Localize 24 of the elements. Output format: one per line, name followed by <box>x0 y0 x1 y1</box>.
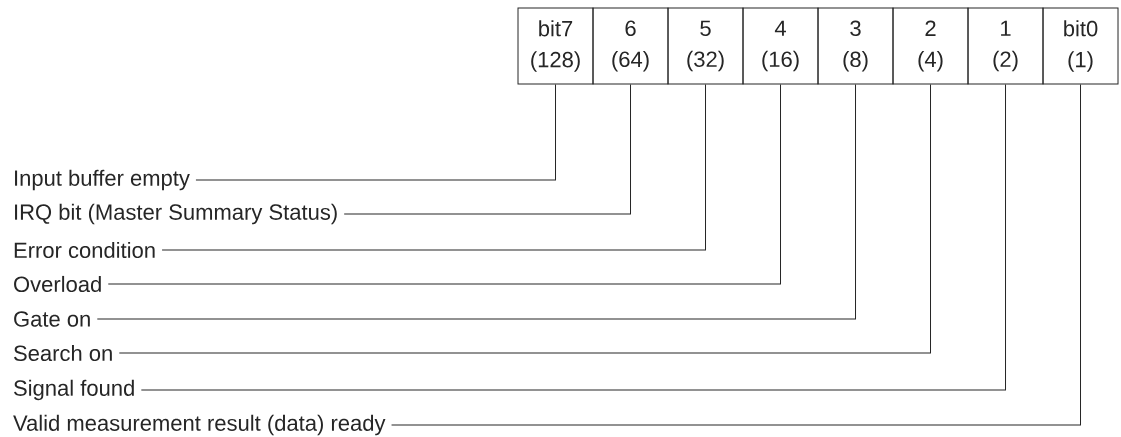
bit-cell: 2 (4) <box>892 7 969 85</box>
bit-cell: 1 (2) <box>967 7 1044 85</box>
leader-line <box>140 84 1006 391</box>
flag-label: Search on <box>14 344 112 362</box>
bit-cell: 3 (8) <box>817 7 894 85</box>
leader-line <box>195 84 556 181</box>
bit-cell: bit0 (1) <box>1042 7 1119 85</box>
flag-label: Valid measurement result (data) ready <box>13 414 386 436</box>
leader-line <box>107 84 781 285</box>
flag-label: IRQ bit (Master Summary Status) <box>15 203 337 225</box>
flag-label: Input buffer empty <box>15 169 190 191</box>
flag-label: Error condition <box>14 241 155 259</box>
bit-cell: 5 (32) <box>667 7 744 85</box>
bit-cell: 6 (64) <box>592 7 669 85</box>
bit-cell: 4 (16) <box>742 7 819 85</box>
flag-label: Gate on <box>14 311 90 327</box>
leader-line <box>161 84 706 251</box>
leader-line <box>118 84 931 354</box>
bit-cell: bit7 (128) <box>517 7 594 85</box>
flag-label: Signal found <box>14 379 134 401</box>
flag-label: Overload <box>14 275 101 293</box>
leader-line <box>343 84 631 215</box>
leader-line <box>96 84 856 320</box>
leader-line <box>391 84 1081 426</box>
